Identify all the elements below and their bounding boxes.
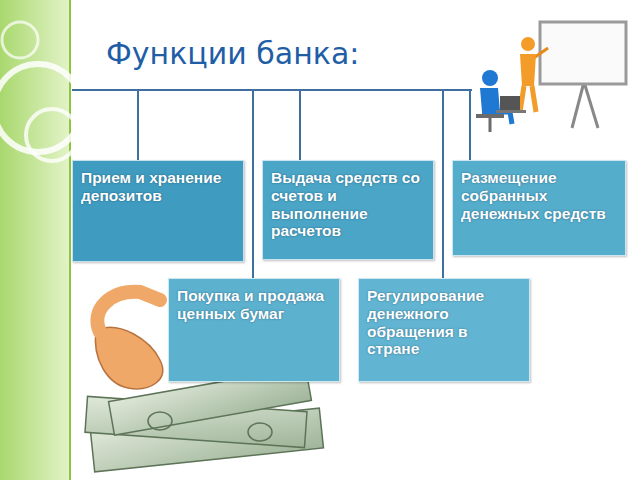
hand — [95, 327, 162, 388]
bus-drop — [469, 90, 471, 160]
chair — [476, 114, 504, 118]
decor-ring — [0, 64, 82, 152]
person-body — [480, 88, 500, 112]
person-head — [521, 37, 535, 51]
laptop-base — [496, 110, 526, 113]
bus-drop — [442, 90, 444, 278]
box-label: Прием и хранение депозитов — [81, 169, 235, 205]
bus-drop — [252, 90, 254, 278]
person-head — [482, 70, 498, 86]
presenter-illustration — [476, 22, 626, 132]
decor-ring — [2, 22, 38, 58]
box-label: Размещение собранных денежных средств — [461, 169, 617, 222]
box-label: Покупка и продажа ценных бумаг — [177, 287, 331, 323]
chair-leg — [489, 118, 492, 132]
function-box: Выдача средств со счетов и выполнение ра… — [262, 160, 434, 260]
person-leg — [520, 86, 524, 112]
banknote-seal — [148, 412, 172, 430]
decor-ring — [26, 109, 78, 161]
function-box: Регулирование денежного обращения в стра… — [358, 278, 530, 382]
box-label: Выдача средств со счетов и выполнение ра… — [271, 169, 425, 240]
board-leg — [572, 82, 584, 128]
panel-edge — [69, 0, 71, 480]
bus-line — [72, 89, 472, 91]
function-box: Прием и хранение депозитов — [72, 160, 244, 262]
whiteboard — [540, 22, 626, 84]
slide-title: Функции банка: — [106, 36, 359, 71]
function-box: Размещение собранных денежных средств — [452, 160, 626, 256]
bus-drop — [137, 90, 139, 160]
banknote-seal — [248, 423, 272, 441]
function-box: Покупка и продажа ценных бумаг — [168, 278, 340, 382]
person-body — [520, 54, 536, 86]
box-label: Регулирование денежного обращения в стра… — [367, 287, 521, 358]
laptop — [500, 96, 520, 110]
board-leg — [584, 82, 598, 128]
arm — [97, 292, 160, 332]
bus-drop — [299, 90, 301, 160]
person-leg — [532, 86, 536, 112]
